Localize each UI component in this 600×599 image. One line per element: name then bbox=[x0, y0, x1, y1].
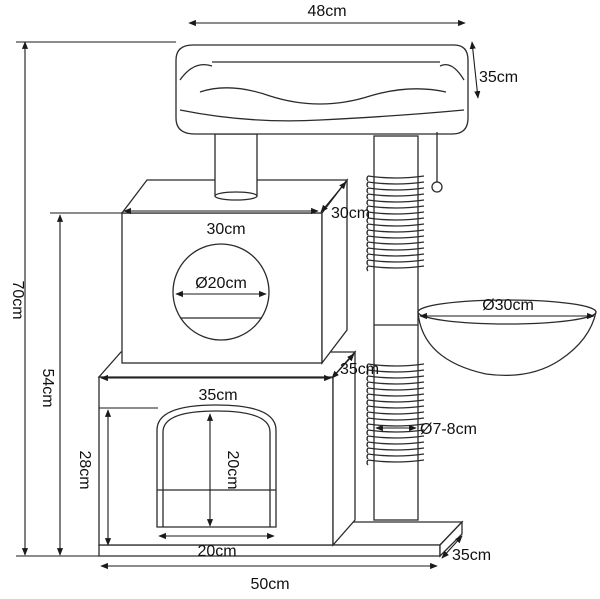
label-box-depth: 30cm bbox=[331, 205, 370, 222]
sisal-coil-edge bbox=[366, 259, 369, 266]
sisal-coil-edge bbox=[366, 441, 369, 448]
label-base-depth: 35cm bbox=[452, 547, 491, 564]
sisal-coil bbox=[367, 181, 425, 185]
sisal-post bbox=[366, 135, 425, 521]
box-hole bbox=[172, 243, 270, 341]
sisal-coil bbox=[367, 435, 425, 439]
hanging-toy bbox=[431, 132, 443, 193]
sisal-coil-edge bbox=[366, 199, 369, 206]
sisal-coil-edge bbox=[366, 435, 369, 442]
condo-door bbox=[156, 404, 277, 528]
sisal-coil bbox=[367, 235, 425, 239]
sisal-coil-edge bbox=[366, 447, 369, 454]
label-top-depth: 35cm bbox=[479, 69, 518, 86]
sisal-coil bbox=[367, 211, 425, 215]
label-condo-height: 28cm bbox=[76, 450, 93, 489]
sisal-coil-edge bbox=[366, 363, 369, 370]
sisal-coil bbox=[367, 223, 425, 227]
sisal-coil-edge bbox=[366, 193, 369, 200]
sisal-coil-edge bbox=[366, 459, 369, 466]
label-base-width: 50cm bbox=[250, 576, 289, 593]
sisal-coil bbox=[367, 387, 425, 391]
sisal-coil-edge bbox=[366, 423, 369, 430]
label-total-height: 70cm bbox=[9, 280, 26, 319]
sisal-coil-edge bbox=[366, 375, 369, 382]
sisal-coil bbox=[367, 381, 425, 385]
sisal-coil-edge bbox=[366, 181, 369, 188]
sisal-coil-edge bbox=[366, 253, 369, 260]
sisal-coil bbox=[367, 217, 425, 221]
label-condo-depth: 35cm bbox=[340, 361, 379, 378]
sisal-coil-edge bbox=[366, 187, 369, 194]
dimension-lines bbox=[16, 19, 595, 570]
sisal-coil bbox=[367, 417, 425, 421]
sisal-coil bbox=[367, 229, 425, 233]
sisal-coil-edge bbox=[366, 417, 369, 424]
sisal-coil bbox=[367, 429, 425, 433]
sisal-coil bbox=[367, 405, 425, 409]
label-total-width: 48cm bbox=[307, 3, 346, 20]
upper-box bbox=[120, 178, 349, 365]
sisal-coil bbox=[367, 363, 425, 367]
label-height-to-box: 54cm bbox=[39, 368, 56, 407]
sisal-coil bbox=[367, 187, 425, 191]
sisal-coil bbox=[367, 175, 425, 179]
sisal-coil bbox=[367, 411, 425, 415]
sisal-coil-edge bbox=[366, 211, 369, 218]
sisal-coil-edge bbox=[366, 223, 369, 230]
sisal-coil bbox=[367, 205, 425, 209]
label-door-height: 20cm bbox=[224, 450, 241, 489]
sisal-coil bbox=[367, 199, 425, 203]
sisal-coil bbox=[367, 247, 425, 251]
dimension-labels: 48cm 35cm 70cm 30cm 30cm Ø20cm 54cm Ø30c… bbox=[9, 3, 534, 593]
sisal-coils-upper bbox=[366, 175, 425, 272]
sisal-coil bbox=[367, 259, 425, 263]
sisal-coil-edge bbox=[366, 411, 369, 418]
label-box-width: 30cm bbox=[206, 221, 245, 238]
sisal-coil-edge bbox=[366, 393, 369, 400]
sisal-coil bbox=[367, 265, 425, 269]
lower-condo bbox=[97, 350, 357, 547]
sisal-coil bbox=[367, 393, 425, 397]
sisal-coil-edge bbox=[366, 247, 369, 254]
sisal-coil bbox=[367, 375, 425, 379]
sisal-coil-edge bbox=[366, 175, 369, 182]
sisal-coil-edge bbox=[366, 429, 369, 436]
sisal-coil-edge bbox=[366, 405, 369, 412]
label-condo-width: 35cm bbox=[198, 387, 237, 404]
sisal-coil-edge bbox=[366, 369, 369, 376]
label-door-width: 20cm bbox=[197, 543, 236, 560]
sisal-coil-edge bbox=[366, 229, 369, 236]
sisal-coil bbox=[367, 253, 425, 257]
sisal-coil bbox=[367, 459, 425, 463]
sisal-coil bbox=[367, 447, 425, 451]
platform-support-post bbox=[214, 133, 258, 201]
sisal-coil bbox=[367, 369, 425, 373]
sisal-coil bbox=[367, 193, 425, 197]
sisal-coil bbox=[367, 441, 425, 445]
sisal-coil-edge bbox=[366, 399, 369, 406]
label-hole-diameter: Ø20cm bbox=[195, 275, 247, 292]
sisal-coil-edge bbox=[366, 453, 369, 460]
sisal-coil bbox=[367, 399, 425, 403]
sisal-coil bbox=[367, 241, 425, 245]
sisal-coil-edge bbox=[366, 217, 369, 224]
top-platform bbox=[175, 44, 469, 135]
sisal-coil-edge bbox=[366, 265, 369, 272]
sisal-coil-edge bbox=[366, 235, 369, 242]
sisal-coil-edge bbox=[366, 205, 369, 212]
sisal-coil-edge bbox=[366, 387, 369, 394]
label-post-diameter: Ø7-8cm bbox=[420, 421, 477, 438]
sisal-coil bbox=[367, 453, 425, 457]
sisal-coil-edge bbox=[366, 381, 369, 388]
label-bowl-diameter: Ø30cm bbox=[482, 297, 534, 314]
sisal-coil-edge bbox=[366, 241, 369, 248]
